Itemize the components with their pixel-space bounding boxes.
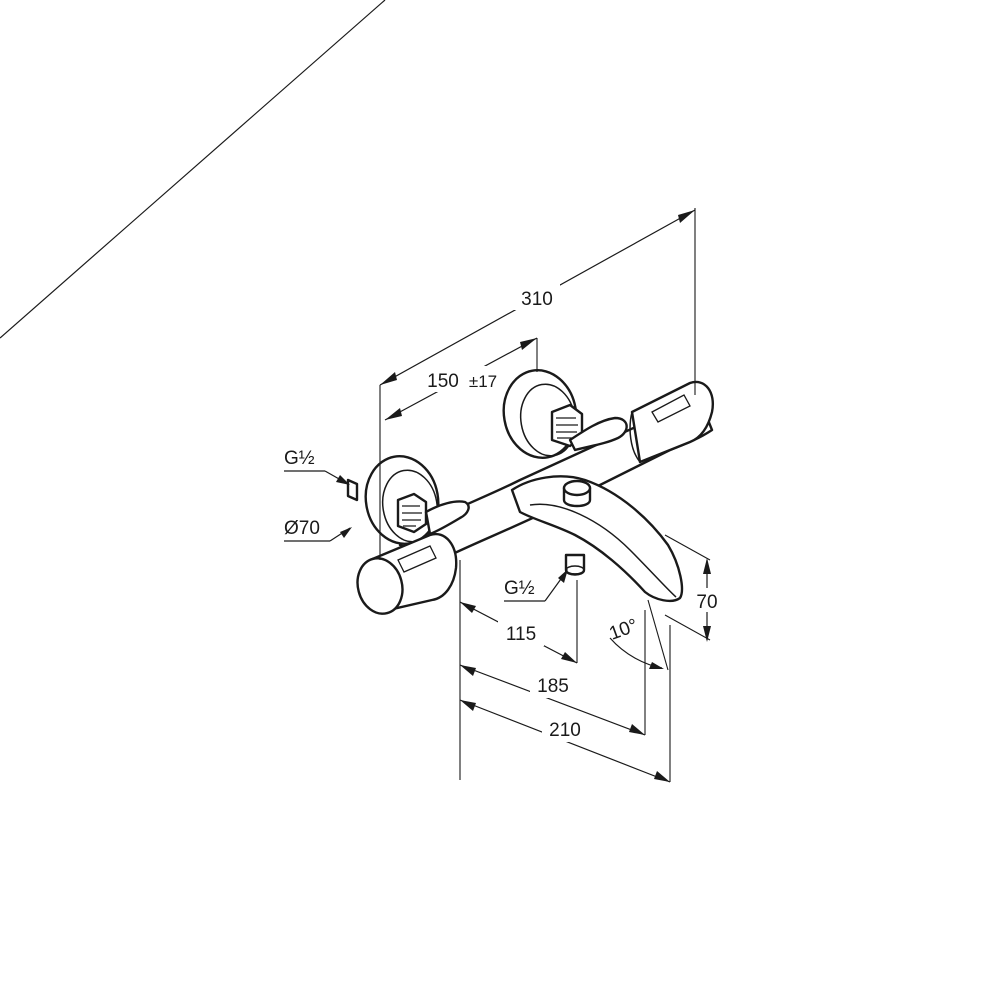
- label-115: 115: [506, 624, 536, 645]
- label-g-half-left: G½: [284, 448, 315, 469]
- spout: [510, 475, 684, 603]
- dim-depth-210: 210: [459, 625, 671, 783]
- thermostat-handle-right: [629, 380, 715, 464]
- label-g-half-outlet: G½: [504, 578, 535, 599]
- label-210: 210: [549, 720, 581, 741]
- dim-spout-height: 70: [664, 534, 724, 642]
- callout-rosette-diameter: Ø70: [284, 518, 352, 542]
- label-tolerance: ±17: [469, 372, 497, 391]
- diverter-knob: [562, 479, 592, 508]
- label-185: 185: [537, 676, 569, 697]
- label-o70: Ø70: [284, 518, 320, 539]
- left-inlet-stub: [346, 478, 359, 502]
- dim-depth-115: 115: [459, 560, 578, 780]
- dim-overall-width: 310: [379, 208, 696, 560]
- callout-inlet-thread: G½: [284, 448, 350, 485]
- label-310: 310: [521, 289, 553, 310]
- right-lever: [568, 416, 628, 452]
- left-lever: [424, 500, 470, 536]
- label-70: 70: [696, 592, 717, 613]
- label-10deg: 10°: [607, 615, 641, 645]
- control-handle-left: [356, 532, 458, 615]
- dim-inlet-spacing: 150 ±17: [0, 0, 538, 421]
- mixer-body-group: [346, 369, 715, 615]
- callout-outlet-thread: G½: [504, 569, 568, 602]
- left-eccentric-nut: [396, 492, 428, 534]
- label-150: 150: [427, 371, 459, 392]
- dim-depth-185: 185: [459, 610, 646, 736]
- bottom-outlet: [564, 553, 586, 576]
- dim-spout-angle: 10°: [607, 599, 669, 671]
